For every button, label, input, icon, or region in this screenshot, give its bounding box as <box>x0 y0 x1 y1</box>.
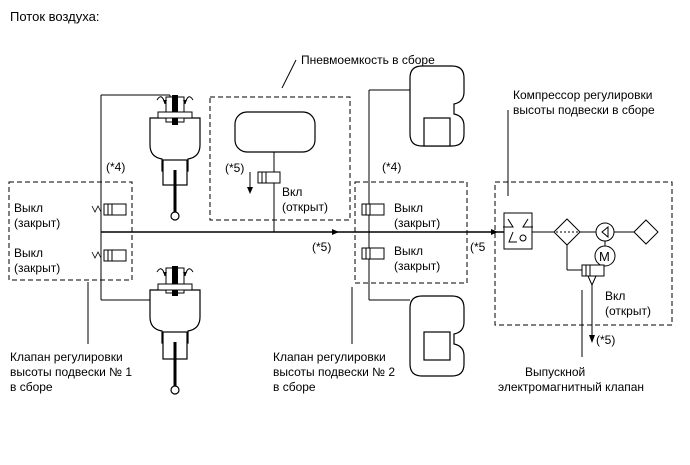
pump-icon <box>595 222 615 242</box>
solenoid-icon <box>91 249 127 262</box>
exhaust-state-2: (открыт) <box>605 304 651 318</box>
solenoid-icon <box>581 264 605 277</box>
note-4-right: (*4) <box>382 160 401 174</box>
valve1-label-1: Клапан регулировки <box>10 350 123 364</box>
valve2-bot-state-1: Выкл <box>394 244 423 258</box>
flow-arrow-right <box>491 229 498 235</box>
exhaust-state-1: Вкл <box>605 289 625 303</box>
compressor-box <box>494 181 673 326</box>
solenoid-icon <box>361 203 385 216</box>
air-suspension-icon <box>149 266 201 395</box>
note-4-left: (*4) <box>106 160 125 174</box>
rear-air-spring-icon <box>409 295 465 377</box>
solenoid-icon <box>361 247 385 260</box>
valve1-box <box>8 181 133 281</box>
rear-air-spring-icon <box>409 65 465 147</box>
air-intake-filter-icon <box>633 219 659 245</box>
compressor-label-2: высоты подвески в сборе <box>513 103 655 117</box>
reservoir-box <box>209 96 351 221</box>
valve2-top-state-1: Выкл <box>394 201 423 215</box>
note-5-reservoir: (*5) <box>225 161 244 175</box>
exhaust-label-2: электромагнитный клапан <box>498 380 644 394</box>
valve2-label-3: в сборе <box>273 380 316 394</box>
note-5-mid: (*5) <box>312 240 331 254</box>
reservoir-state-2: (открыт) <box>282 200 328 214</box>
reservoir-tank <box>234 111 316 153</box>
reservoir-state-1: Вкл <box>282 185 302 199</box>
valve2-top-state-2: (закрыт) <box>394 216 440 230</box>
flow-arrow-mid <box>332 229 339 235</box>
exhaust-flow-arrow <box>589 335 595 343</box>
air-dryer-icon <box>553 218 581 246</box>
motor-icon: M <box>594 245 616 267</box>
note-5-exhaust: (*5) <box>596 333 615 347</box>
valve2-bot-state-2: (закрыт) <box>394 259 440 273</box>
air-suspension-icon <box>149 95 201 221</box>
exhaust-muffler-icon <box>587 275 597 287</box>
valve1-label-2: высоты подвески № 1 <box>10 365 132 379</box>
exhaust-label-1: Выпускной <box>525 365 585 379</box>
note-5-right: (*5 <box>470 240 486 254</box>
svg-text:M: M <box>599 249 610 264</box>
check-valve-icon <box>503 212 533 250</box>
reservoir-leader <box>281 59 297 89</box>
compressor-label-1: Компрессор регулировки <box>513 88 652 102</box>
valve2-label-1: Клапан регулировки <box>273 350 386 364</box>
valve1-label-3: в сборе <box>10 380 53 394</box>
solenoid-icon <box>91 203 127 216</box>
valve1-bot-state-1: Выкл <box>14 246 43 260</box>
valve2-label-2: высоты подвески № 2 <box>273 365 395 379</box>
solenoid-icon <box>257 171 281 184</box>
valve1-bot-state-2: (закрыт) <box>14 261 60 275</box>
valve1-top-state-1: Выкл <box>14 201 43 215</box>
valve1-top-state-2: (закрыт) <box>14 216 60 230</box>
reservoir-label: Пневмоемкость в сборе <box>301 53 435 67</box>
diagram-title: Поток воздуха: <box>10 9 99 24</box>
reservoir-flow-arrow <box>247 187 253 194</box>
